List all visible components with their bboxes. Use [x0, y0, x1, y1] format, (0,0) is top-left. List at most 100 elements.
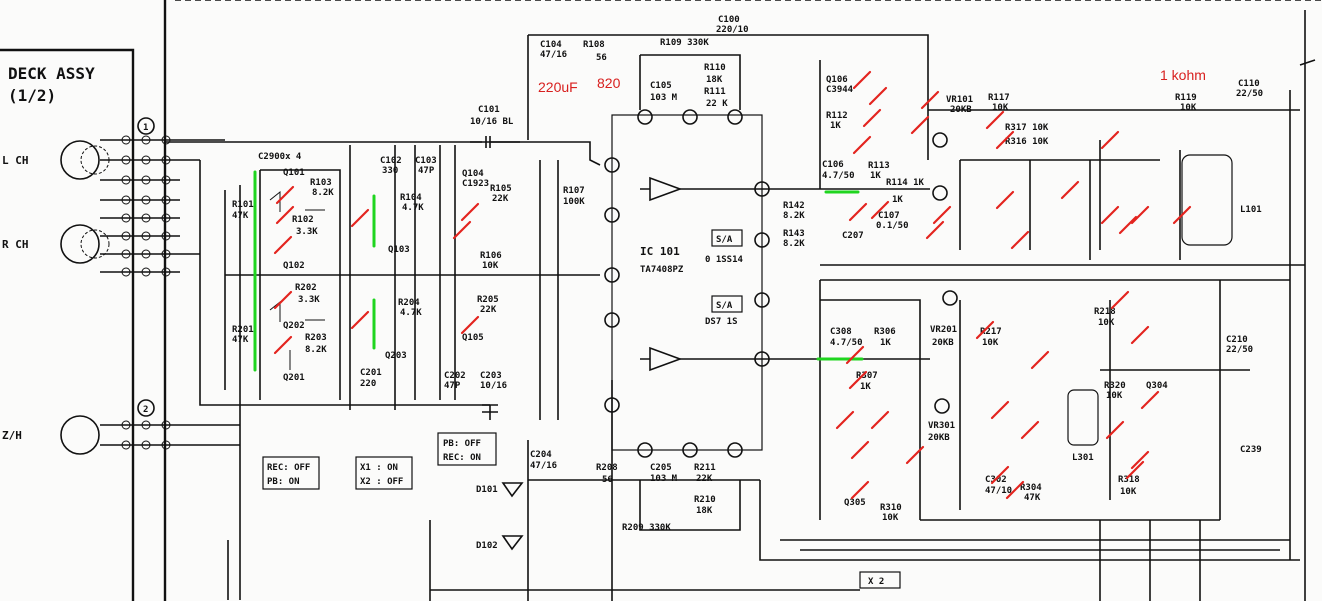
r218-label: R218 [1094, 307, 1116, 317]
title-line2: (1/2) [8, 86, 56, 105]
r114-label: R114 1K [886, 178, 925, 188]
red-mark [1130, 450, 1150, 470]
red-mark [850, 440, 870, 460]
ic-pin [604, 157, 620, 173]
red-mark [350, 208, 370, 228]
r304-label: R304 [1020, 483, 1042, 493]
red-mark [273, 335, 293, 355]
mid-verticals [349, 145, 456, 410]
r205-value: 22K [480, 305, 497, 315]
c308-label: C308 [830, 327, 852, 337]
c106-label: C106 [822, 160, 844, 170]
ic-pin [727, 109, 743, 125]
r320-label: R320 [1104, 381, 1126, 391]
rec-box-line2: PB: ON [267, 477, 300, 487]
red-mark [848, 202, 868, 222]
r103-value: 8.2K [312, 188, 334, 198]
connector-pin [121, 213, 131, 223]
c101-label: C101 [478, 105, 500, 115]
red-mark [845, 345, 865, 365]
ic-pin [637, 109, 653, 125]
r317-label: R317 10K [1005, 123, 1049, 133]
q106-value: C3944 [826, 85, 854, 95]
vr-trimmer-2 [932, 185, 948, 201]
c207-label: C207 [842, 231, 864, 241]
c101-capacitor [470, 136, 520, 148]
c203-label: C203 [480, 371, 502, 381]
g2-label: DS7 1S [705, 317, 738, 327]
red-mark [852, 70, 872, 90]
red-mark [1100, 130, 1120, 150]
r111-label: R111 [704, 87, 726, 97]
r318-value: 10K [1120, 487, 1137, 497]
h-jack: Z/H [2, 415, 100, 455]
r211-value: 22K [696, 474, 713, 484]
pb-box-line2: REC: ON [443, 453, 481, 463]
ground-symbol [482, 404, 498, 420]
node-2-label: 2 [143, 405, 148, 415]
c308-value: 4.7/50 [830, 338, 863, 348]
connector-pin [161, 440, 171, 450]
q202-label: Q202 [283, 321, 305, 331]
ic-pin [604, 207, 620, 223]
l301-label: L301 [1072, 453, 1094, 463]
node-2 [137, 399, 155, 417]
c210-label: C210 [1226, 335, 1248, 345]
red-mark [273, 290, 293, 310]
vr101-trimmer [932, 132, 948, 148]
l101-label: L101 [1240, 205, 1262, 215]
lch-block-left [259, 169, 341, 400]
ic-pin [604, 312, 620, 328]
deck-assy-frame [0, 48, 135, 601]
r204-label: R204 [398, 298, 420, 308]
c104-value: 47/16 [540, 50, 567, 60]
top-rails [527, 34, 929, 160]
red-mark [852, 135, 872, 155]
r112-label: R112 [826, 111, 848, 121]
c110-value: 22/50 [1236, 89, 1263, 99]
r202-value: 3.3K [298, 295, 320, 305]
red-mark [932, 205, 952, 225]
c290-label: C2900x 4 [258, 152, 302, 162]
r310-label: R310 [880, 503, 902, 513]
input-connector [100, 135, 240, 450]
r201-value: 47K [232, 335, 249, 345]
c101-value: 10/16 BL [470, 117, 514, 127]
connector-pin [161, 175, 171, 185]
green-markings [253, 170, 864, 372]
r109-label: R109 330K [660, 38, 709, 48]
red-mark [835, 410, 855, 430]
vr201-value: 20KB [932, 338, 954, 348]
connector-pin [121, 175, 131, 185]
red-mark [1105, 420, 1125, 440]
q106-label: Q106 [826, 75, 848, 85]
r112-value: 1K [830, 121, 841, 131]
connector-pin [141, 267, 151, 277]
lch-label: L CH [2, 154, 29, 167]
red-mark [273, 235, 293, 255]
red-mark [1130, 325, 1150, 345]
r102-label: R102 [292, 215, 314, 225]
lower-right-rails [820, 280, 1250, 521]
r101-label: R101 [232, 200, 254, 210]
connector-pin [121, 267, 131, 277]
c103-label: C103 [415, 156, 437, 166]
r203-label: R203 [305, 333, 327, 343]
lch-jack: L CH [2, 140, 110, 180]
red-mark [1020, 420, 1040, 440]
red-mark [905, 445, 925, 465]
red-mark [925, 220, 945, 240]
c302-value: 47/10 [985, 486, 1012, 496]
r113-label: R113 [868, 161, 890, 171]
r142-value: 8.2K [783, 211, 805, 221]
red-mark [275, 185, 295, 205]
bottom-rails [527, 380, 760, 601]
r218-value: 10K [1098, 318, 1115, 328]
connector-pin [161, 267, 171, 277]
red-mark [1010, 230, 1030, 250]
r211-label: R211 [694, 463, 716, 473]
red-mark [995, 130, 1015, 150]
pb-box [437, 432, 497, 466]
r307-label: R307 [856, 371, 878, 381]
red-mark [1060, 180, 1080, 200]
